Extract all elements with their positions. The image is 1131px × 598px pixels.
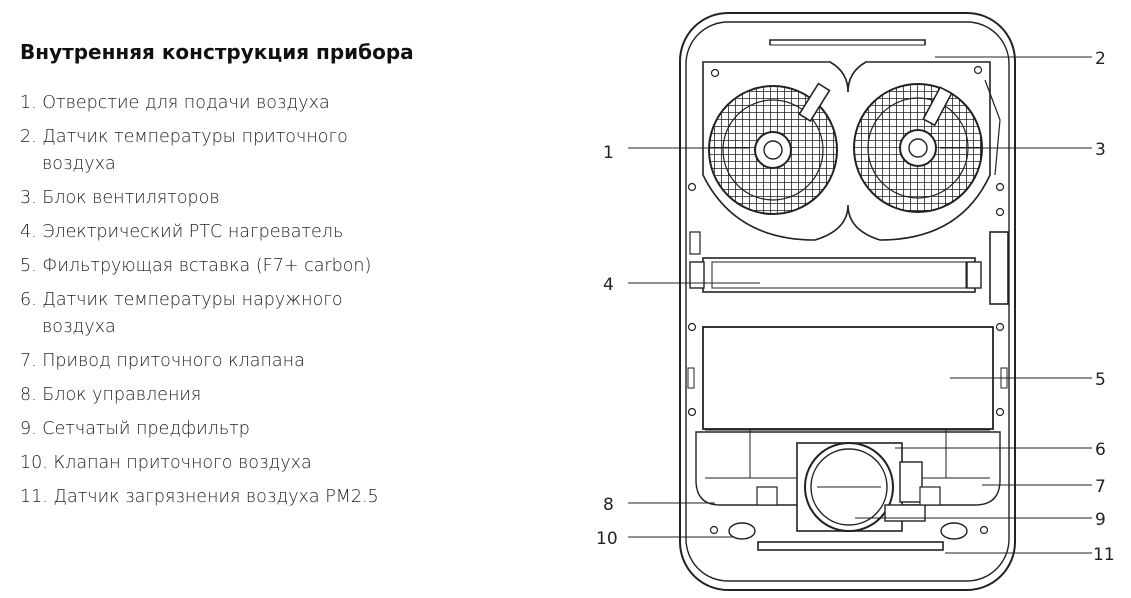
callout-3: 3 (1095, 140, 1106, 160)
legend-panel: Внутренняя конструкция прибора 1. Отверс… (20, 40, 490, 518)
device-diagram: 1 2 3 4 5 6 7 8 9 10 11 (596, 12, 1115, 591)
screw-hole (687, 407, 697, 417)
screw-hole (687, 322, 697, 332)
screw-hole (973, 65, 983, 75)
callout-8: 8 (603, 495, 614, 515)
lower-compartment (695, 431, 1001, 506)
legend-item-9: 9. Сетчатый предфильтр (20, 419, 250, 439)
legend-item-5: 5. Фильтрующая вставка (F7+ carbon) (20, 256, 372, 276)
screw-hole (995, 182, 1005, 192)
screw-hole (710, 68, 720, 78)
control-unit-mount-left (756, 486, 778, 506)
callout-4: 4 (603, 275, 614, 295)
housing-outer (679, 12, 1016, 591)
pm25-sensor (757, 541, 944, 551)
screw-hole (995, 322, 1005, 332)
supply-temp-sensor (984, 79, 1001, 176)
screw-hole (709, 525, 719, 535)
callout-1: 1 (603, 143, 614, 163)
screw-hole (995, 407, 1005, 417)
legend-item-1: 1. Отверстие для подачи воздуха (20, 93, 330, 113)
legend-list: 1. Отверстие для подачи воздуха 2. Датчи… (20, 90, 490, 511)
callout-9: 9 (1095, 510, 1106, 530)
fan-right (853, 83, 983, 213)
callout-11: 11 (1093, 545, 1115, 565)
top-vent (769, 39, 926, 45)
screw-hole (687, 182, 697, 192)
callout-5: 5 (1095, 370, 1106, 390)
ptc-heater (689, 231, 1009, 305)
damper-actuator (884, 461, 926, 522)
clamp-left (728, 522, 756, 540)
screw-hole (995, 207, 1005, 217)
control-unit-mount-right (919, 486, 941, 506)
legend-item-7: 7. Привод приточного клапана (20, 351, 305, 371)
legend-item-2-cont: воздуха (42, 154, 116, 174)
screw-hole (979, 525, 989, 535)
clamp-right (940, 522, 968, 540)
fan-chamber (702, 61, 991, 241)
legend-item-3: 3. Блок вентиляторов (20, 188, 220, 208)
callout-2: 2 (1095, 49, 1106, 69)
housing-inner (685, 21, 1010, 582)
legend-item-10: 10. Клапан приточного воздуха (20, 453, 312, 473)
fan-left (708, 82, 838, 215)
diagram-title: Внутренняя конструкция прибора (20, 40, 414, 64)
legend-item-11: 11. Датчик загрязнения воздуха PM2.5 (20, 487, 379, 507)
callout-6: 6 (1095, 440, 1106, 460)
legend-item-8: 8. Блок управления (20, 385, 202, 405)
legend-item-4: 4. Электрический РТС нагреватель (20, 222, 344, 242)
legend-item-6-cont: воздуха (42, 317, 116, 337)
callout-7: 7 (1095, 477, 1106, 497)
callout-10: 10 (596, 529, 618, 549)
